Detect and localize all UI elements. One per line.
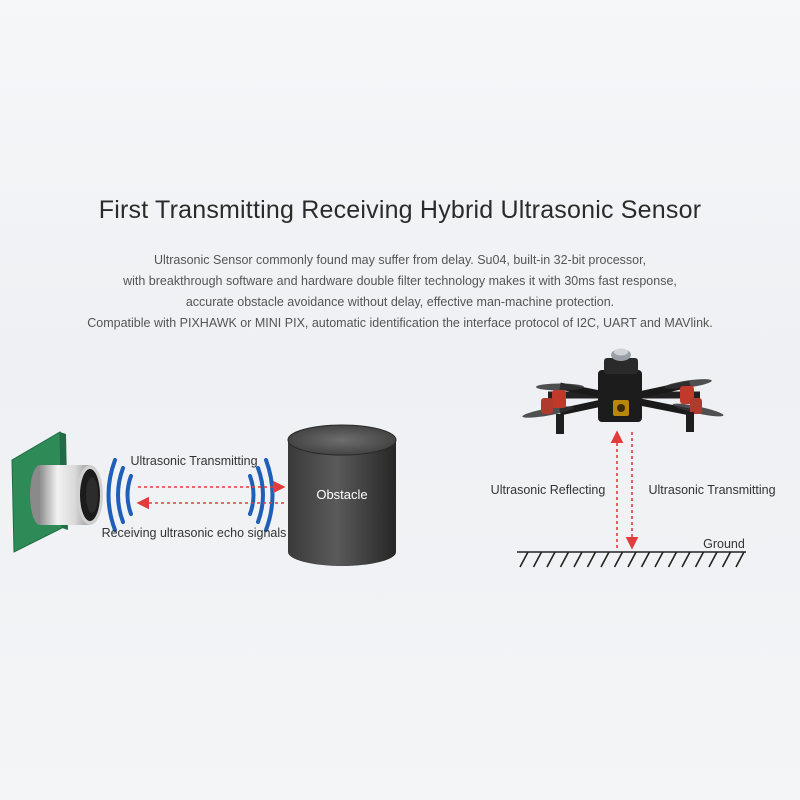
ultrasonic-sensor-icon — [11, 431, 103, 553]
ground-hatch — [654, 551, 664, 568]
description-line: with breakthrough software and hardware … — [123, 274, 677, 288]
description-line: Ultrasonic Sensor commonly found may suf… — [153, 253, 647, 267]
transmit-label: Ultrasonic Transmitting — [130, 454, 257, 468]
ground-hatch — [559, 551, 570, 568]
obstacle-label: Obstacle — [316, 487, 367, 502]
ground-hatch — [708, 551, 718, 568]
ground-hatch — [627, 551, 637, 568]
description-line: accurate obstacle avoidance without dela… — [185, 295, 615, 309]
ground-hatch — [573, 551, 583, 568]
ground-hatch — [681, 551, 691, 568]
ground-hatch — [721, 551, 732, 568]
reflect-label: Ultrasonic Reflecting — [491, 483, 606, 497]
drone-icon — [522, 348, 724, 434]
ground-hatch — [667, 551, 678, 568]
ground-hatch — [613, 551, 624, 568]
echo-label: Receiving ultrasonic echo signals — [102, 526, 287, 540]
wave-emit-icon — [106, 458, 133, 532]
ground-hatch — [519, 551, 529, 568]
page-title: First Transmitting Receiving Hybrid Ultr… — [98, 196, 702, 224]
obstacle-icon: Obstacle — [287, 424, 397, 566]
ground-label: Ground — [703, 537, 745, 551]
ground-hatch — [640, 551, 651, 568]
description: Ultrasonic Sensor commonly found may suf… — [0, 250, 800, 334]
ground-hatch — [735, 551, 745, 568]
ground-hatch — [546, 551, 556, 568]
ground-hatch — [586, 551, 597, 568]
ground-hatch — [600, 551, 610, 568]
wave-echo-icon — [248, 458, 275, 532]
transmit-right-label: Ultrasonic Transmitting — [648, 483, 775, 497]
ground-icon — [517, 551, 746, 568]
description-line: Compatible with PIXHAWK or MINI PIX, aut… — [87, 316, 713, 330]
ground-hatch — [694, 551, 705, 568]
ground-hatch — [532, 551, 543, 568]
